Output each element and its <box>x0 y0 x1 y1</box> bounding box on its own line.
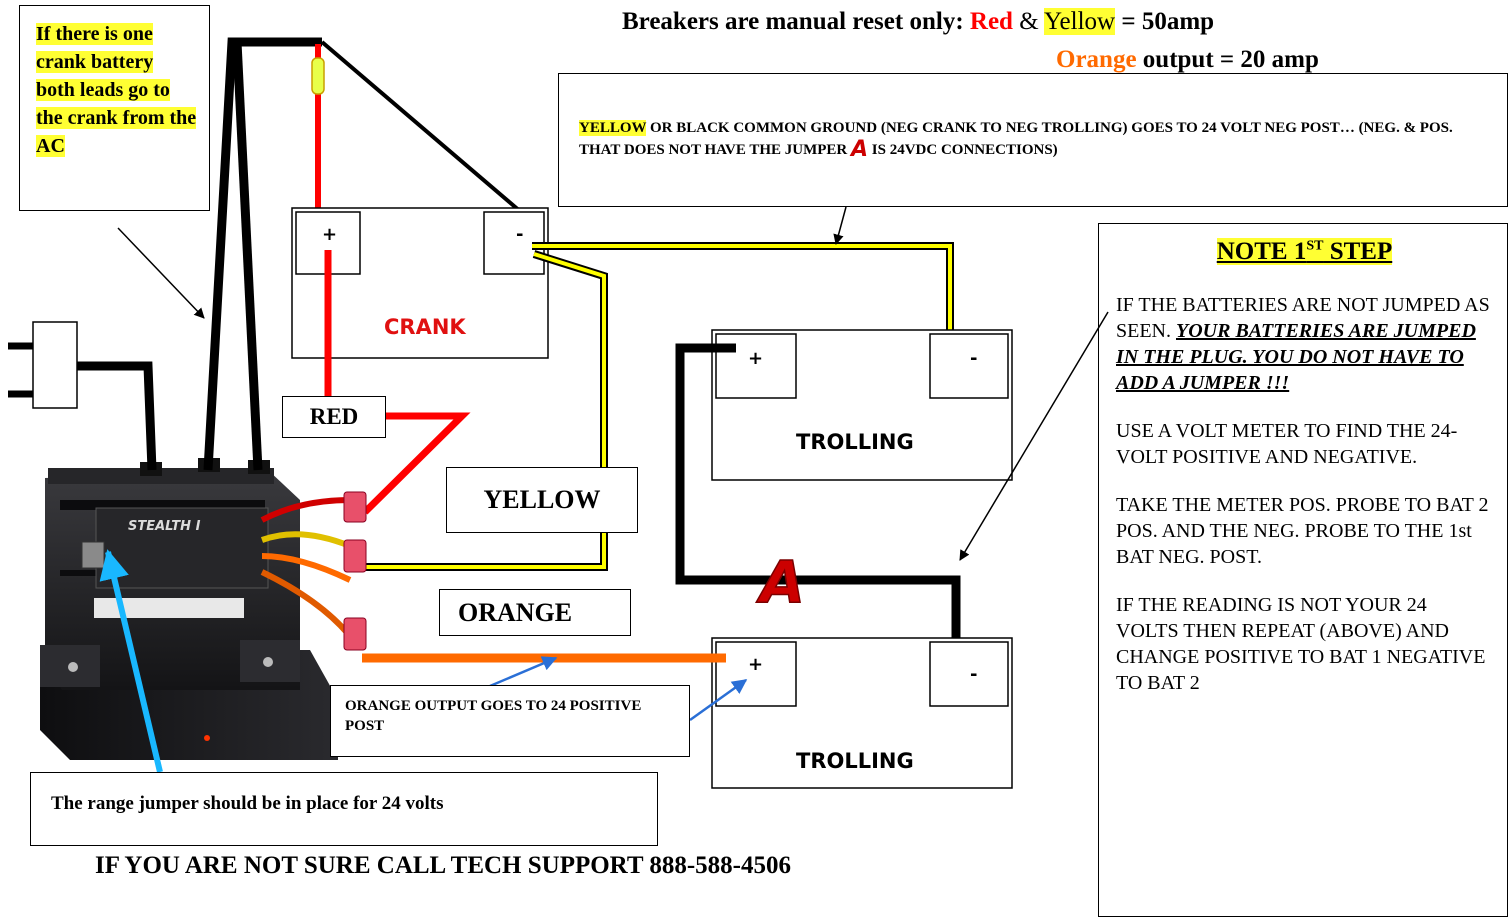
tech-support-text: IF YOU ARE NOT SURE CALL TECH SUPPORT 88… <box>95 852 791 879</box>
yellow-ground-down-fill <box>355 252 606 569</box>
yellow-label-box: YELLOW <box>446 467 638 533</box>
step-title-sup: ST <box>1306 238 1324 254</box>
header-colon: : <box>955 8 970 35</box>
trolling2-positive-terminal-box <box>715 641 797 707</box>
orange-note-arrow-right <box>689 678 748 722</box>
range-jumper-note-text: The range jumper should be in place for … <box>51 793 444 814</box>
step-p1-emphasis: YOUR BATTERIES ARE JUMPED IN THE PLUG. Y… <box>1116 320 1476 394</box>
jumper-a-wire <box>675 343 961 658</box>
range-jumper-arrow <box>99 549 163 773</box>
jumper-a-marker: A <box>756 548 805 616</box>
crank-plus-sign: + <box>322 224 337 245</box>
breaker-yellow-icon <box>343 539 367 573</box>
crank-minus-sign: - <box>516 224 523 245</box>
step-note-paragraph-2: USE A VOLT METER TO FIND THE 24-VOLT POS… <box>1116 420 1458 468</box>
header-suffix: = 50amp <box>1115 8 1215 35</box>
charger-brand-text: STEALTH I <box>128 519 201 534</box>
header-orange-suffix: output = 20 amp <box>1136 46 1319 73</box>
tech-support-footer: IF YOU ARE NOT SURE CALL TECH SUPPORT 88… <box>95 852 791 880</box>
header-line-1: Breakers are manual reset only: Red & Ye… <box>622 8 1214 36</box>
header-red-word: Red <box>969 8 1013 35</box>
breaker-red-icon <box>343 491 367 523</box>
black-lead-right <box>232 41 263 471</box>
ac-cord <box>77 361 157 471</box>
ac-plug-icon <box>32 321 78 409</box>
trolling2-battery-label: TROLLING <box>796 749 914 773</box>
charger-red-wire <box>260 497 351 523</box>
step-note-title-text: NOTE 1ST STEP <box>1216 238 1393 265</box>
step-note-paragraph-1: IF THE BATTERIES ARE NOT JUMPED AS SEEN.… <box>1116 292 1493 396</box>
step-note-paragraph-4: IF THE READING IS NOT YOUR 24 VOLTS THEN… <box>1116 594 1486 694</box>
charger-serial-label <box>94 598 244 618</box>
header-amp: & <box>1012 8 1044 35</box>
step-note-arrow <box>959 311 1109 561</box>
step-note-paragraph-3: TAKE THE METER POS. PROBE TO BAT 2 POS. … <box>1116 494 1489 568</box>
orange-label-text: ORANGE <box>458 598 573 627</box>
step-title-suffix: STEP <box>1323 238 1393 265</box>
ground-note-box: YELLOW OR BLACK COMMON GROUND (NEG CRANK… <box>558 73 1508 207</box>
charger-orange-wire-2 <box>260 569 353 638</box>
trolling2-plus-sign: + <box>748 654 763 675</box>
header-yellow-word: Yellow <box>1043 8 1116 35</box>
crank-note-arrow <box>117 227 205 319</box>
yellow-label-text: YELLOW <box>483 485 601 514</box>
ground-note-text-b: IS 24VDC CONNECTIONS) <box>868 142 1058 158</box>
charger-screw <box>263 657 273 667</box>
inline-fuse-icon <box>311 57 325 95</box>
step-note-title: NOTE 1ST STEP <box>1116 238 1493 266</box>
ground-note-arrow <box>833 206 847 246</box>
step-p1-plain: IF THE BATTERIES ARE NOT JUMPED AS SEEN. <box>1116 294 1490 342</box>
charger-screw <box>68 662 78 672</box>
orange-output-note-text: ORANGE OUTPUT GOES TO 24 POSITIVE POST <box>345 698 642 734</box>
range-jumper-note-box: The range jumper should be in place for … <box>30 772 658 846</box>
jumper-a-small-icon: A <box>851 137 869 162</box>
red-label-text: RED <box>309 404 359 429</box>
orange-note-arrow-left <box>489 656 558 688</box>
charger-yellow-wire <box>260 531 352 549</box>
ground-note-yellow: YELLOW <box>579 120 647 136</box>
red-lead-to-breaker <box>362 412 471 515</box>
charger-fin <box>60 500 265 510</box>
step-title-prefix: NOTE 1 <box>1216 238 1307 265</box>
crank-battery-label: CRANK <box>384 315 466 339</box>
trolling1-negative-terminal-box <box>929 333 1009 399</box>
crank-note-box: If there is one crank battery both leads… <box>19 5 210 211</box>
charger-led <box>204 735 210 741</box>
charger-orange-wire <box>261 553 352 583</box>
trolling2-negative-terminal-box <box>929 641 1009 707</box>
breaker-orange-icon <box>343 617 367 651</box>
red-label-box: RED <box>282 396 386 438</box>
ground-note-text-a: OR BLACK COMMON GROUND (NEG CRANK TO NEG… <box>579 120 1453 158</box>
header-orange-word: Orange <box>1056 46 1137 73</box>
header-line-2: Orange output = 20 amp <box>1056 46 1319 74</box>
black-lead-to-crank-neg <box>320 40 530 220</box>
yellow-ground-top-fill <box>532 244 952 348</box>
orange-label-box: ORANGE <box>439 589 631 636</box>
step-note-box: NOTE 1ST STEP IF THE BATTERIES ARE NOT J… <box>1098 223 1508 917</box>
trolling2-minus-sign: - <box>970 664 977 685</box>
orange-output-note-box: ORANGE OUTPUT GOES TO 24 POSITIVE POST <box>330 685 690 757</box>
trolling1-minus-sign: - <box>970 348 977 369</box>
trolling1-plus-sign: + <box>748 348 763 369</box>
header-prefix: Breakers are manual reset only <box>622 8 956 35</box>
black-lead-left <box>203 37 322 471</box>
trolling1-battery-label: TROLLING <box>796 430 914 454</box>
